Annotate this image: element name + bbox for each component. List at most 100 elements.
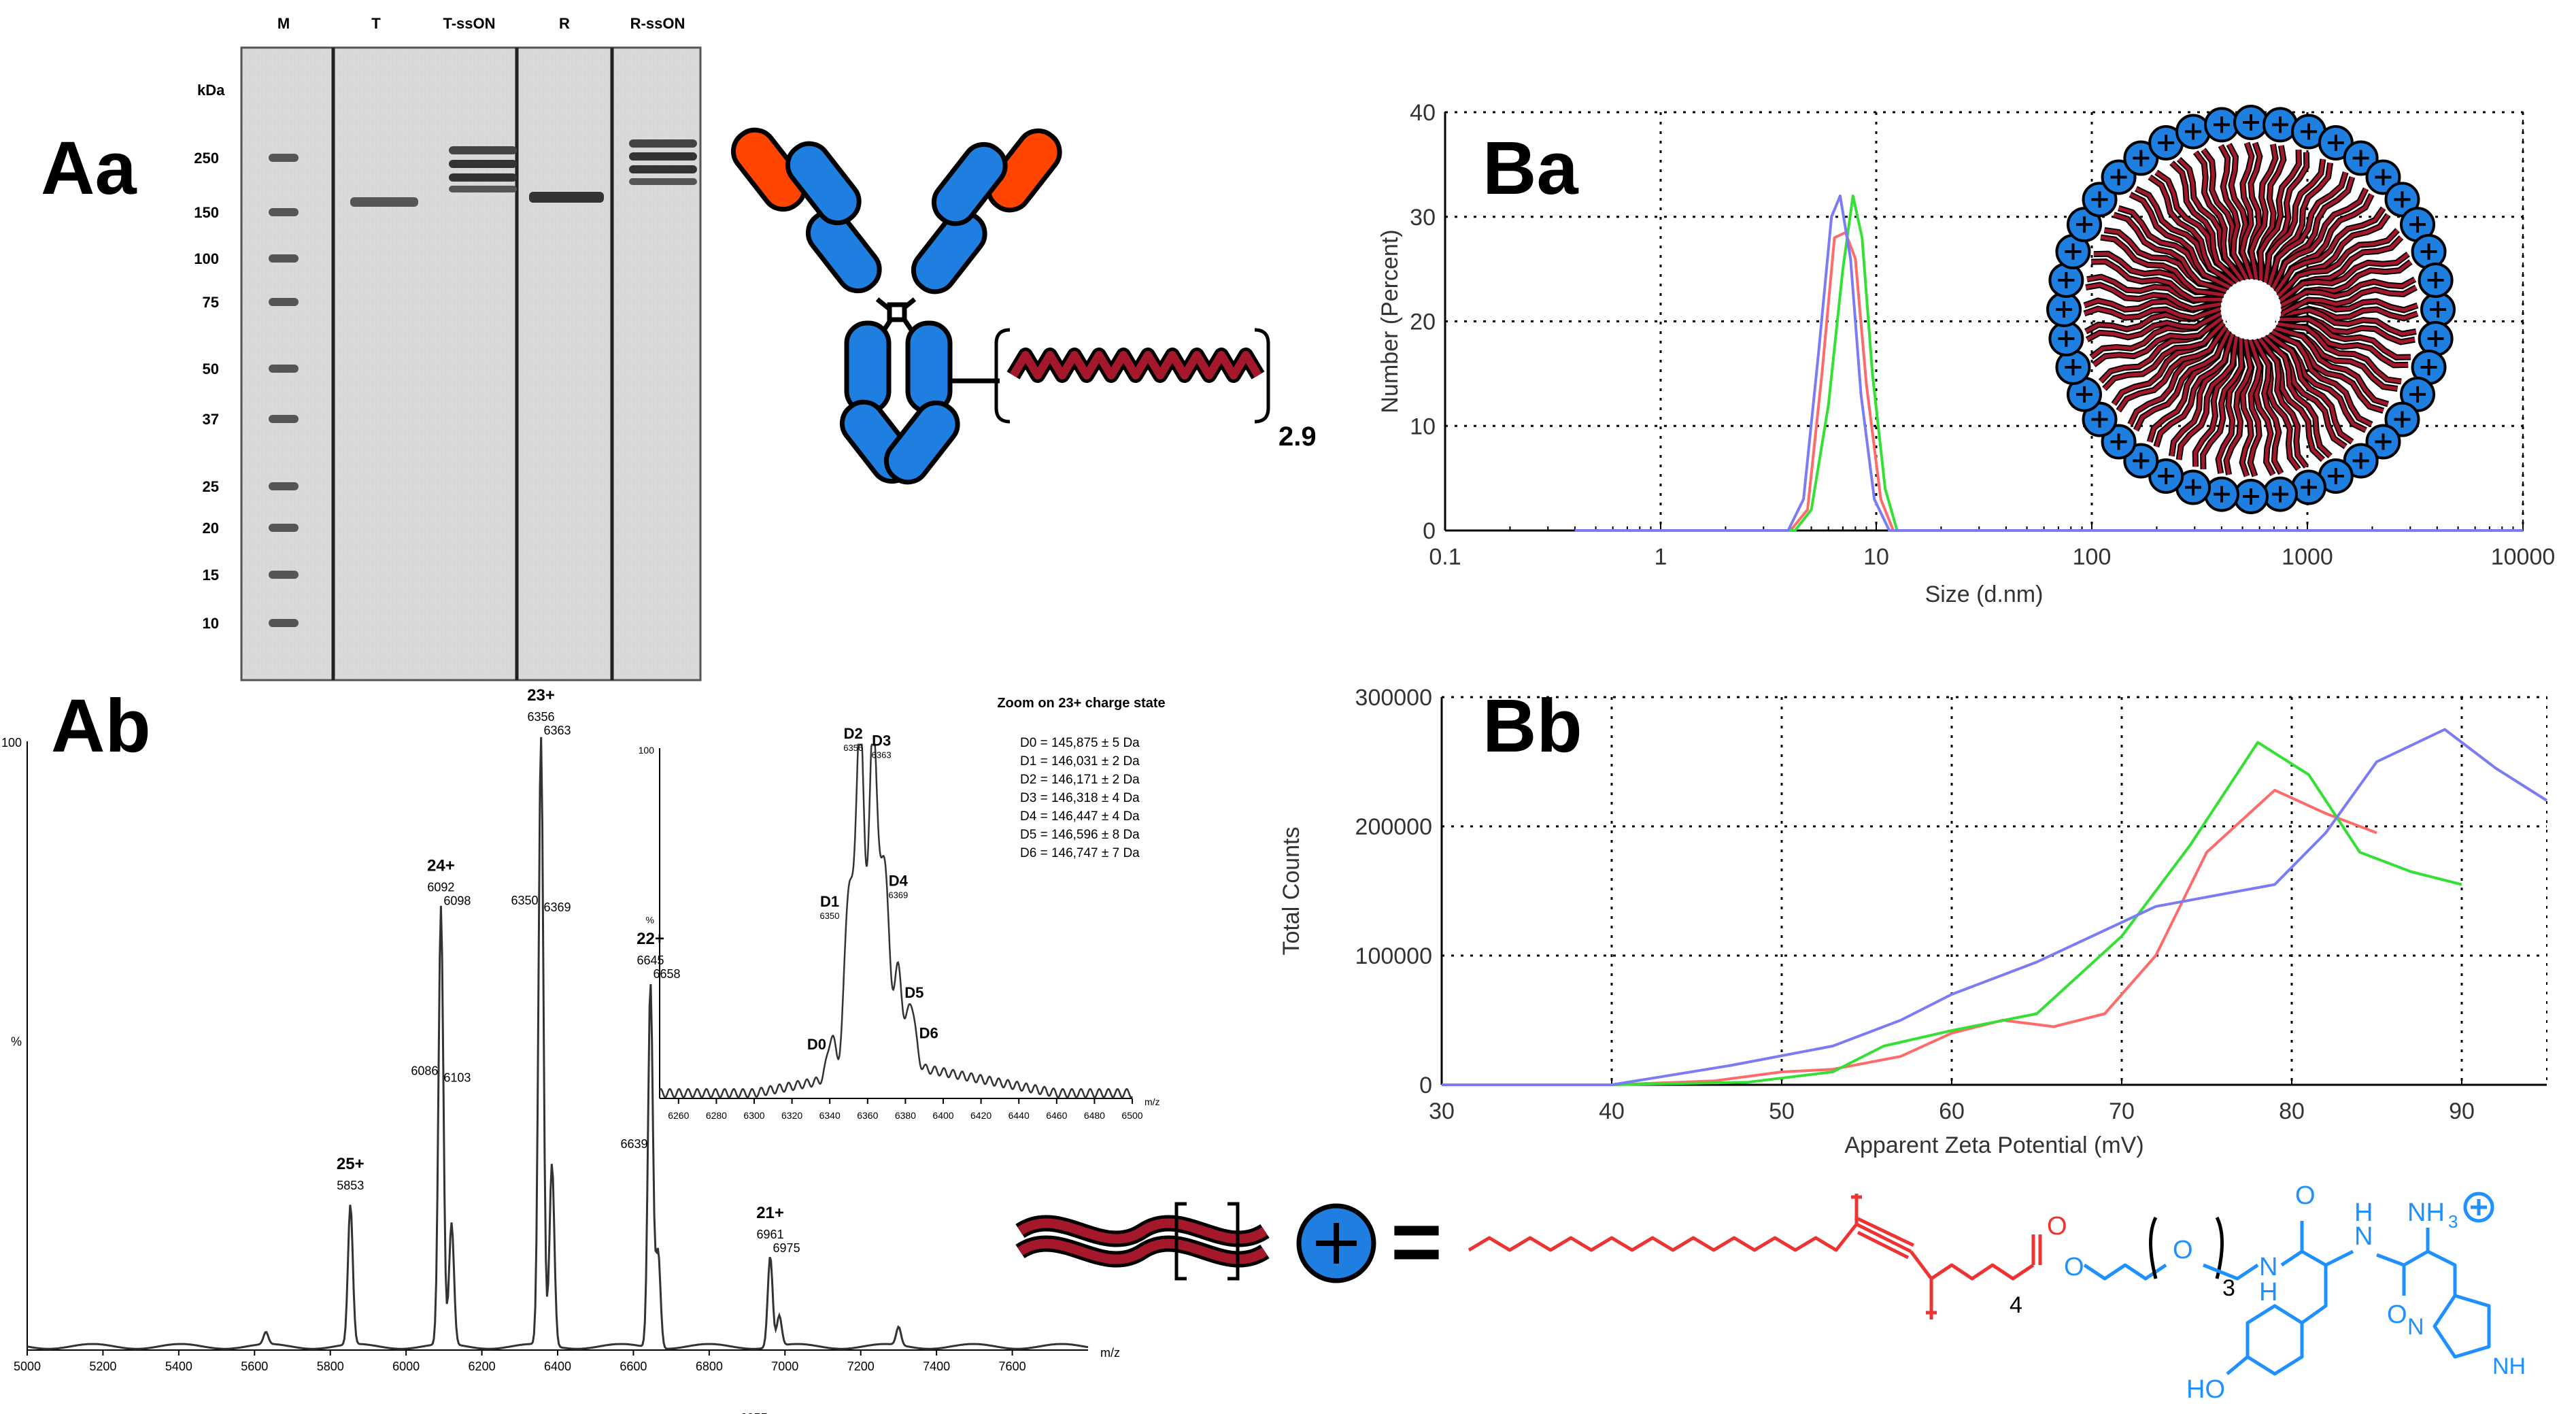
charge-state-label: 21+ [756,1204,784,1222]
mass-list-item: D0 = 145,875 ± 5 Da [1020,736,1140,750]
x-tick-label: 90 [2449,1098,2475,1124]
x-tick-label: 6460 [1046,1110,1067,1121]
x-tick-label: 6340 [819,1110,841,1121]
x-tick-label: 5200 [89,1360,116,1373]
deconvolved-peak-label: D1 [820,893,839,910]
x-tick-label: 30 [1429,1098,1455,1124]
micelle-tail [2271,330,2373,426]
micelle-tail [2263,158,2325,283]
oligonucleotide-attachment: 2.9 [994,328,1317,452]
micelle-tail [2279,252,2409,303]
x-tick-label: 0.1 [1429,544,1461,570]
dar-label: 2.9 [1278,422,1317,452]
micelle-tail [2129,192,2231,289]
gel-band-t-ssON [449,173,517,182]
micelle-tail [2280,317,2411,359]
x-tick-label: 6440 [1009,1110,1030,1121]
bracket-left [1174,1202,1187,1281]
his-backbone [2376,1249,2429,1267]
peak-mz-label: 6363 [872,750,892,760]
micelle-core [2224,282,2278,337]
x-tick-label: 6600 [620,1360,647,1373]
micelle-tail [2113,213,2227,293]
peak-mz-label: 6955 [741,1411,768,1414]
x-tick-label: 6400 [932,1110,953,1121]
micelle-tail [2092,316,2223,367]
panel-label-aa: Aa [41,127,137,210]
phenol-ring [2245,1304,2304,1376]
gel-band-t-ssON [449,186,517,192]
micelle-tail [2280,308,2417,336]
marker-label: 250 [194,150,219,167]
x-tick-label: 6260 [668,1110,689,1121]
series-line [1442,741,2462,1086]
peak-mz-label: 6356 [527,710,554,724]
x-tick-label: 70 [2109,1098,2135,1124]
marker-band [269,208,299,216]
x-tick-label: 6380 [895,1110,916,1121]
micelle-illustration [2046,105,2456,514]
panel-aa: Aa M T T-ssON R R-ssON kDa 2501501007550… [41,15,702,681]
alkyl-chain [1468,1223,1858,1252]
micelle-tail [2248,339,2262,477]
marker-band [269,619,299,627]
peg-oxygen: O [2173,1236,2193,1264]
x-unit-label: m/z [1145,1096,1160,1107]
micelle-tail [2258,150,2301,281]
bracket-left [994,328,1011,424]
series-line [1574,195,2523,532]
gel-band-r-ssON [629,152,697,161]
marker-band [269,365,299,373]
micelle-tail [2250,144,2277,280]
fc-domain [883,400,960,485]
heavy-chain-variable [911,209,987,294]
gel-unit-label: kDa [197,82,225,99]
peak-mz-label: 6103 [443,1071,471,1085]
tyr-backbone [2280,1221,2304,1267]
plot-frame [1444,112,2524,531]
micelle-tail [2274,207,2385,293]
gel-band-t [350,197,418,207]
mass-list-item: D4 = 146,447 ± 4 Da [1020,809,1140,824]
chain-subscript: 4 [2010,1292,2022,1318]
mass-list-item: D2 = 146,171 ± 2 Da [1020,773,1140,787]
micelle-tail [2086,312,2222,341]
heavy-chain-variable [805,209,882,294]
light-chain-variable [730,127,807,212]
micelle-tail [2267,171,2348,286]
lipid-tails [1017,1218,1268,1244]
micelle-tail [2154,333,2235,448]
micelle-tail [2170,161,2239,284]
x-tick-label: 7200 [847,1360,875,1373]
plot-frame [1441,696,2547,1085]
micelle-tail [2275,326,2389,406]
alkyne [1857,1230,1910,1260]
x-tick-label: 40 [1599,1098,1625,1124]
charge-state-label: 25+ [337,1155,365,1173]
heavy-chain-variable [931,141,1008,226]
y-axis-label: Total Counts [1278,827,1304,956]
y-axis-label: % [11,1035,22,1049]
ssON-strand [1009,351,1262,380]
peak-mz-label: 6369 [888,890,908,900]
gel-band-r-ssON [629,139,697,148]
amide-hydrogen: H [2259,1278,2277,1307]
marker-label: 10 [203,615,219,632]
micelle-tail [2117,326,2228,412]
deconvolved-peak-label: D6 [919,1024,938,1041]
y-tick-label: 0 [1419,1073,1432,1098]
deconvolved-peak-label: D2 [844,725,863,742]
fc-domain [905,320,953,414]
micelle-tail [2103,321,2225,390]
y-tick-label: 100000 [1355,943,1432,969]
x-tick-label: 6280 [706,1110,727,1121]
x-tick-label: 6200 [469,1360,496,1373]
imidazole-n: N [2407,1314,2424,1340]
micelle-tail [2282,286,2418,315]
antibody-illustration [730,127,1062,485]
mass-list-item: D3 = 146,318 ± 4 Da [1020,791,1140,805]
